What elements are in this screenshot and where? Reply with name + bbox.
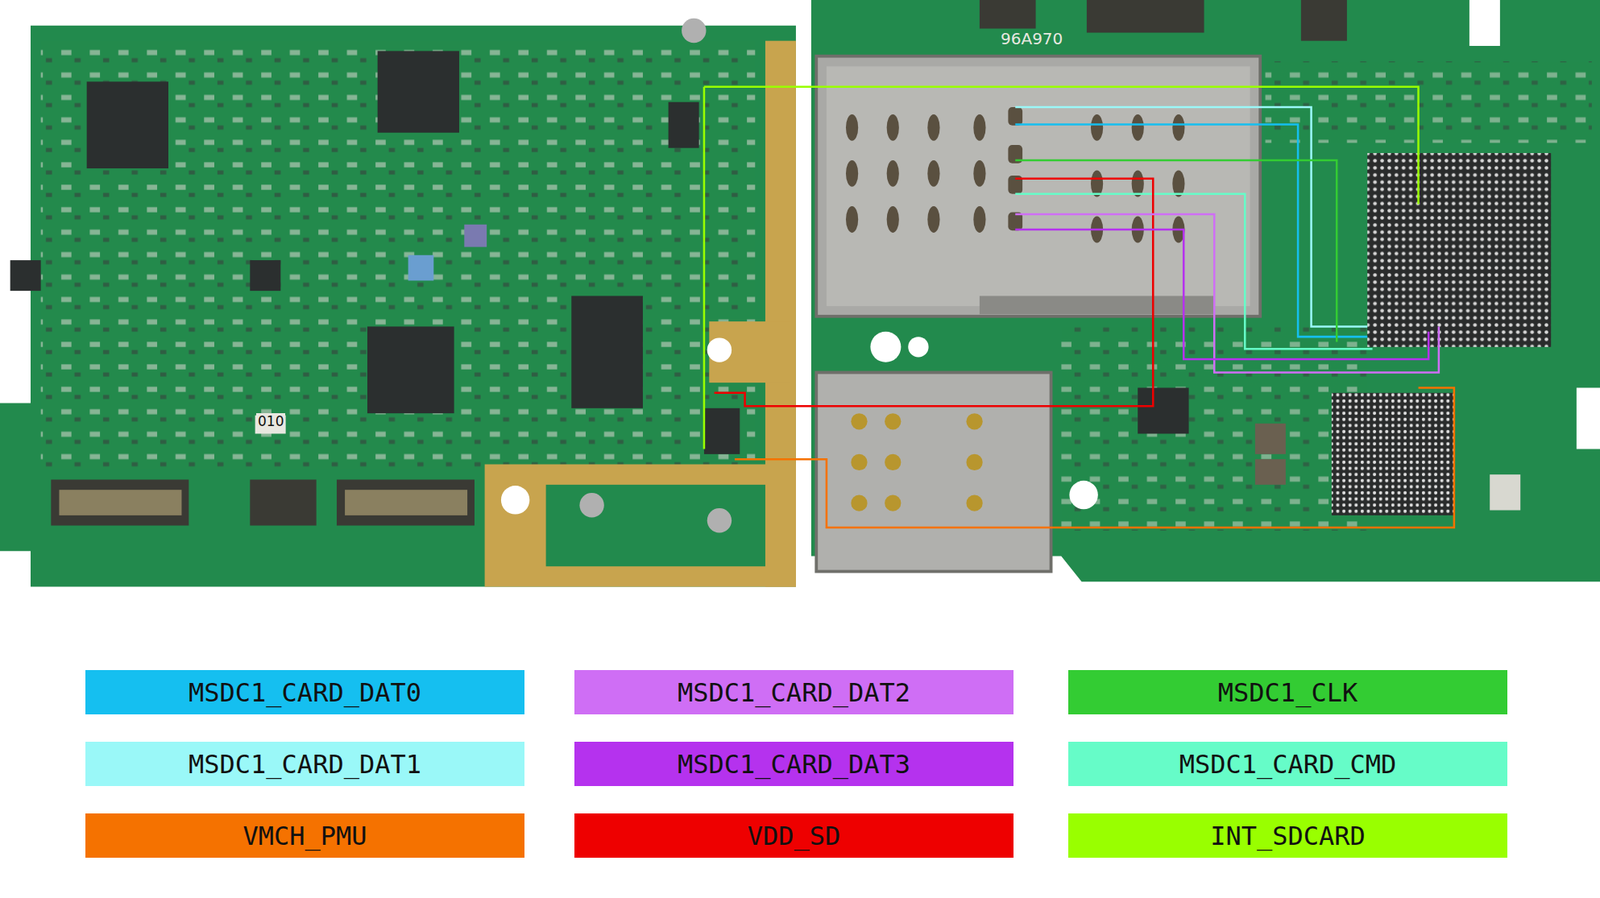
legend-swatch: MSDC1_CARD_DAT1	[85, 741, 525, 787]
legend-text: MSDC1_CARD_CMD	[1179, 749, 1397, 780]
board-marking: 010	[256, 413, 286, 430]
legend-swatch: VDD_SD	[574, 813, 1014, 859]
legend-text: MSDC1_CLK	[1218, 677, 1358, 709]
legend-swatch: MSDC1_CARD_DAT3	[574, 741, 1014, 787]
legend-text: MSDC1_CARD_DAT1	[188, 749, 422, 780]
legend-text: VDD_SD	[747, 820, 842, 852]
legend-swatch: MSDC1_CARD_DAT0	[85, 670, 525, 715]
legend-text: MSDC1_CARD_DAT2	[677, 677, 911, 709]
board-marking: 96A970	[998, 29, 1065, 49]
legend-text: INT_SDCARD	[1210, 820, 1366, 852]
legend-swatch: VMCH_PMU	[85, 813, 525, 859]
legend-swatch: INT_SDCARD	[1068, 813, 1508, 859]
legend-text: MSDC1_CARD_DAT0	[188, 677, 422, 709]
legend-swatch: MSDC1_CLK	[1068, 670, 1508, 715]
legend-swatch: MSDC1_CARD_DAT2	[574, 670, 1014, 715]
legend-text: MSDC1_CARD_DAT3	[677, 749, 911, 780]
legend-text: VMCH_PMU	[242, 820, 367, 852]
legend-swatch: MSDC1_CARD_CMD	[1068, 741, 1508, 787]
